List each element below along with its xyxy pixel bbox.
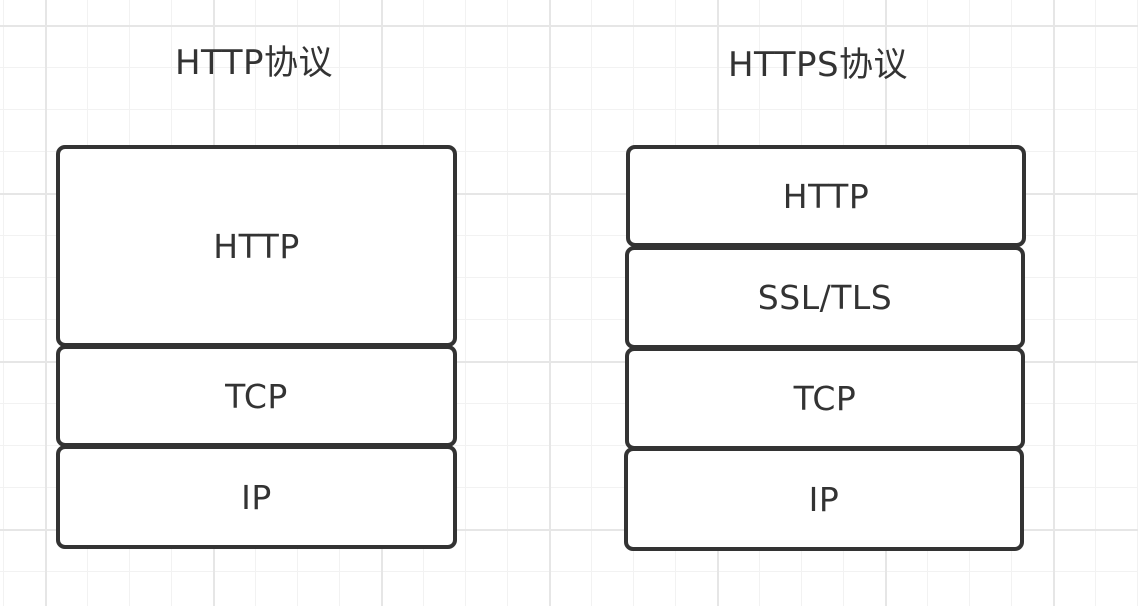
right-layer-ip-label: IP (808, 479, 840, 519)
right-layer-http: HTTP (626, 145, 1026, 247)
left-layer-tcp-label: TCP (225, 376, 288, 416)
left-layer-ip: IP (56, 445, 457, 549)
https-stack-title: HTTPS协议 (727, 45, 909, 85)
right-layer-ssl-tls-label: SSL/TLS (757, 278, 893, 317)
right-layer-ssl-tls: SSL/TLS (625, 246, 1025, 349)
right-layer-ip: IP (624, 447, 1024, 551)
http-stack-title: HTTP协议 (174, 43, 334, 83)
right-layer-tcp-label: TCP (793, 379, 857, 418)
right-layer-tcp: TCP (625, 347, 1025, 450)
left-layer-http: HTTP (56, 145, 457, 347)
left-layer-http-label: HTTP (213, 226, 300, 266)
right-layer-http-label: HTTP (782, 176, 870, 216)
left-layer-tcp: TCP (56, 345, 457, 447)
left-layer-ip-label: IP (241, 477, 272, 517)
